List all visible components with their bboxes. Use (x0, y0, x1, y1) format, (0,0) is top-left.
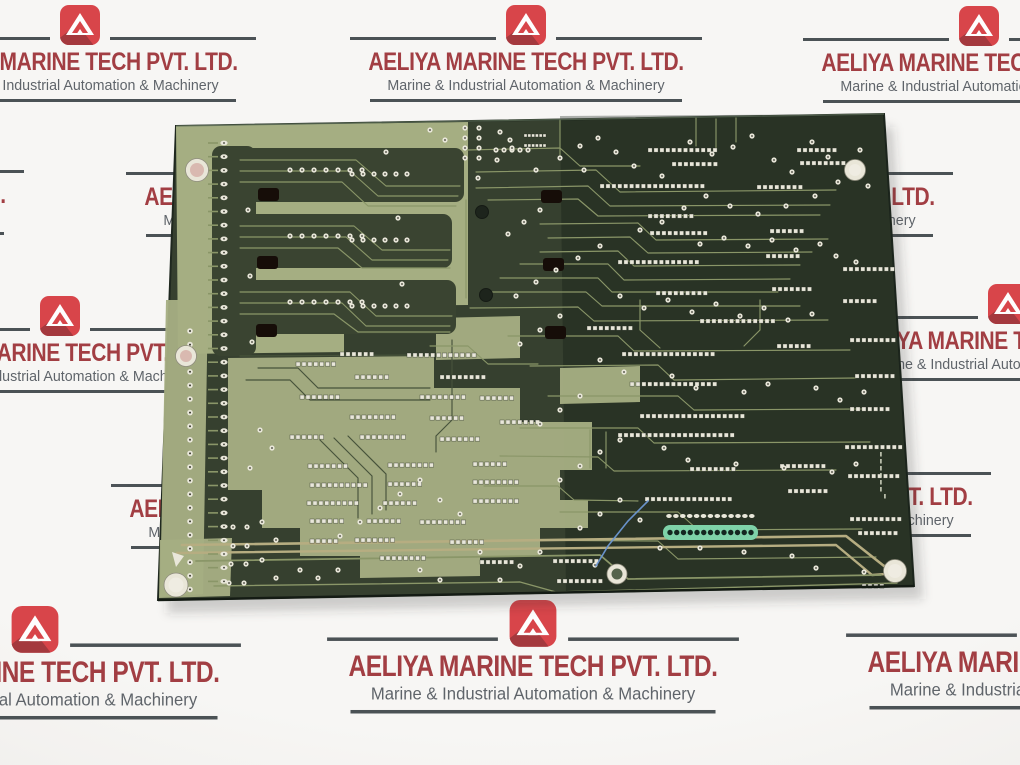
watermark: AELIYA MARINE TECH PVT. LTD. Marine & In… (0, 138, 38, 235)
watermark-underline (350, 709, 716, 713)
watermark-logo-icon (509, 600, 557, 647)
watermark-underline (0, 99, 236, 102)
watermark-subtitle: Marine & Industrial Automation & Machine… (0, 77, 219, 94)
watermark-line-right (568, 637, 739, 641)
watermark-subtitle: Marine & Industrial Automation & Machine… (840, 78, 1020, 95)
watermark: AELIYA MARINE TECH PVT. LTD. Marine & In… (311, 600, 756, 713)
watermark-logo-icon (988, 284, 1020, 324)
watermark-subtitle: Marine & Industrial Automation & Machine… (0, 368, 199, 385)
watermark-underline (0, 232, 4, 235)
watermark-title: AELIYA MARINE TECH PVT. LTD. (867, 646, 1020, 680)
watermark-title: AELIYA MARINE TECH PVT. LTD. (0, 181, 6, 209)
watermark-subtitle: Marine & Industrial Automation & Machine… (889, 680, 1020, 701)
watermark: AELIYA MARINE TECH PVT. LTD. Marine & In… (0, 606, 257, 719)
watermark-underline (0, 715, 218, 719)
watermark-logo-icon (959, 6, 999, 46)
watermark-line-left (0, 328, 30, 331)
watermark-logo-icon (11, 606, 59, 653)
watermark-line-left (803, 38, 949, 41)
watermark-line-right (556, 37, 702, 40)
watermark-line-left (327, 637, 498, 641)
watermark-line-right (0, 170, 24, 173)
watermark-line-left (846, 633, 1017, 637)
watermark-underline (823, 100, 1020, 103)
watermark-logo-icon (60, 5, 100, 45)
watermark-line-left (350, 37, 496, 40)
watermark-line-left (0, 37, 50, 40)
watermark-line-right (845, 472, 991, 475)
watermark-title: AELIYA MARINE TECH PVT. LTD. (348, 650, 718, 684)
watermark-logo-icon (506, 5, 546, 45)
watermark-logo-icon (40, 296, 80, 336)
watermark-title: AELIYA MARINE TECH PVT. LTD. (821, 49, 1020, 77)
watermark-subtitle: Marine & Industrial Automation & Machine… (370, 684, 696, 705)
watermark: AELIYA MARINE TECH PVT. LTD. Marine & In… (336, 5, 716, 102)
watermark-line-right (70, 643, 241, 647)
watermark: AELIYA MARINE TECH PVT. LTD. Marine & In… (0, 5, 270, 102)
watermark-underline (869, 705, 1020, 709)
watermark-subtitle: Marine & Industrial Automation & Machine… (387, 77, 665, 94)
watermark: AELIYA MARINE TECH PVT. LTD. Marine & In… (789, 6, 1020, 103)
watermark-subtitle: Marine & Industrial Automation & Machine… (0, 690, 198, 711)
watermark-line-right (90, 328, 236, 331)
watermark-title: AELIYA MARINE TECH PVT. LTD. (368, 48, 684, 76)
watermark-line-right (110, 37, 256, 40)
watermark-underline (0, 390, 216, 393)
watermark-line-right (1009, 38, 1020, 41)
watermark-title: AELIYA MARINE TECH PVT. LTD. (0, 48, 238, 76)
watermark-underline (370, 99, 682, 102)
watermark-title: AELIYA MARINE TECH PVT. LTD. (0, 656, 220, 690)
watermark-underline (852, 378, 1020, 381)
watermark: AELIYA MARINE TECH PVT. LTD. Marine & In… (830, 596, 1020, 709)
